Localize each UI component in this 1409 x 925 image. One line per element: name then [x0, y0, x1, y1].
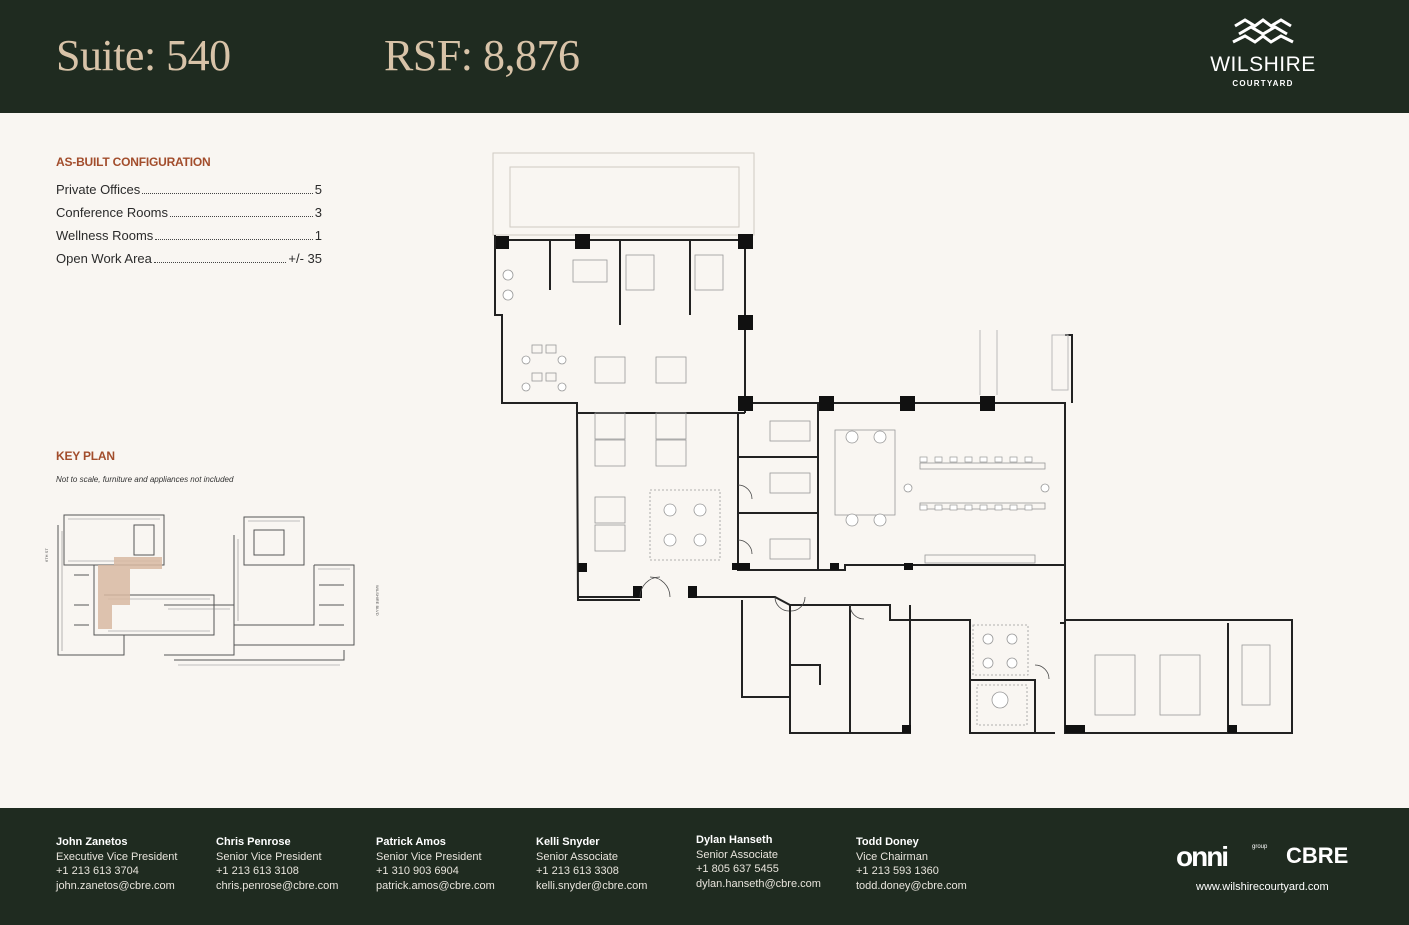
rsf-value: RSF: 8,876 — [384, 31, 580, 80]
contact-email[interactable]: chris.penrose@cbre.com — [216, 879, 339, 892]
leader-dots — [155, 239, 313, 240]
key-plan-drawing: 6TH ST WILSHIRE BLVD — [44, 514, 380, 666]
contact-title: Senior Vice President — [216, 850, 322, 863]
config-label: Open Work Area — [56, 251, 152, 266]
contact-name: Chris Penrose — [216, 836, 291, 848]
config-title: AS-BUILT CONFIGURATION — [56, 155, 211, 169]
contact-card: Kelli Snyder Senior Associate +1 213 613… — [536, 835, 647, 893]
contact-phone[interactable]: +1 310 903 6904 — [376, 865, 459, 877]
contact-name: Todd Doney — [856, 836, 919, 848]
svg-text:WILSHIRE BLVD: WILSHIRE BLVD — [375, 585, 380, 616]
contact-title: Senior Associate — [536, 850, 618, 863]
contact-card: Dylan Hanseth Senior Associate +1 805 63… — [696, 833, 821, 891]
logo-wordmark: WILSHIRE — [1210, 53, 1316, 76]
contact-phone[interactable]: +1 213 593 1360 — [856, 865, 939, 877]
contact-title: Senior Vice President — [376, 850, 482, 863]
config-value: +/- 35 — [288, 251, 322, 266]
config-item: Conference Rooms 3 — [56, 205, 322, 228]
suite-number: Suite: 540 — [56, 31, 231, 80]
wilshire-courtyard-logo: WILSHIRE COURTYARD — [1200, 18, 1326, 88]
contact-email[interactable]: kelli.snyder@cbre.com — [536, 879, 648, 892]
contact-title: Senior Associate — [696, 848, 778, 861]
footer-bar: John Zanetos Executive Vice President +1… — [0, 808, 1409, 925]
contact-title: Executive Vice President — [56, 850, 178, 863]
svg-text:6TH ST: 6TH ST — [44, 548, 49, 562]
logo-subtitle: COURTYARD — [1232, 79, 1294, 88]
cbre-logo: CBRE — [1286, 843, 1349, 868]
contact-email[interactable]: dylan.hanseth@cbre.com — [696, 877, 821, 890]
contact-card: John Zanetos Executive Vice President +1… — [56, 835, 177, 893]
contact-email[interactable]: todd.doney@cbre.com — [856, 879, 967, 892]
onni-logo: onni — [1176, 841, 1229, 872]
config-item: Wellness Rooms 1 — [56, 228, 322, 251]
contact-name: Kelli Snyder — [536, 836, 600, 848]
config-value: 3 — [314, 205, 322, 220]
contact-email[interactable]: john.zanetos@cbre.com — [56, 879, 175, 892]
config-value: 1 — [314, 228, 322, 243]
config-label: Conference Rooms — [56, 205, 168, 220]
contact-card: Todd Doney Vice Chairman +1 213 593 1360… — [856, 835, 967, 893]
config-label: Private Offices — [56, 182, 141, 197]
floor-plan-drawing — [492, 152, 1293, 734]
contact-card: Patrick Amos Senior Vice President +1 31… — [376, 835, 495, 893]
wave-logo-icon — [1232, 18, 1294, 44]
contact-name: Dylan Hanseth — [696, 834, 773, 846]
keyplan-title: KEY PLAN — [56, 449, 115, 463]
suite-highlight — [98, 557, 162, 629]
config-item: Private Offices 5 — [56, 182, 322, 205]
contact-phone[interactable]: +1 213 613 3308 — [536, 865, 619, 877]
onni-logo-sub: group — [1252, 844, 1268, 850]
contact-phone[interactable]: +1 805 637 5455 — [696, 863, 779, 875]
header-bar: Suite: 540 RSF: 8,876 WILSHIRE COURTYARD — [0, 0, 1409, 113]
config-value: 5 — [314, 182, 322, 197]
leader-dots — [170, 216, 313, 217]
contact-name: John Zanetos — [56, 836, 128, 848]
config-item: Open Work Area +/- 35 — [56, 251, 322, 274]
keyplan-note: Not to scale, furniture and appliances n… — [56, 475, 234, 484]
config-label: Wellness Rooms — [56, 228, 154, 243]
contact-title: Vice Chairman — [856, 850, 928, 863]
contact-email[interactable]: patrick.amos@cbre.com — [376, 879, 495, 892]
website-link[interactable]: www.wilshirecourtyard.com — [1196, 881, 1329, 893]
contact-name: Patrick Amos — [376, 836, 446, 848]
contact-phone[interactable]: +1 213 613 3108 — [216, 865, 299, 877]
contact-phone[interactable]: +1 213 613 3704 — [56, 865, 139, 877]
config-list: Private Offices 5 Conference Rooms 3 Wel… — [56, 182, 322, 274]
leader-dots — [142, 193, 313, 194]
leader-dots — [153, 262, 287, 263]
contact-card: Chris Penrose Senior Vice President +1 2… — [216, 835, 338, 893]
